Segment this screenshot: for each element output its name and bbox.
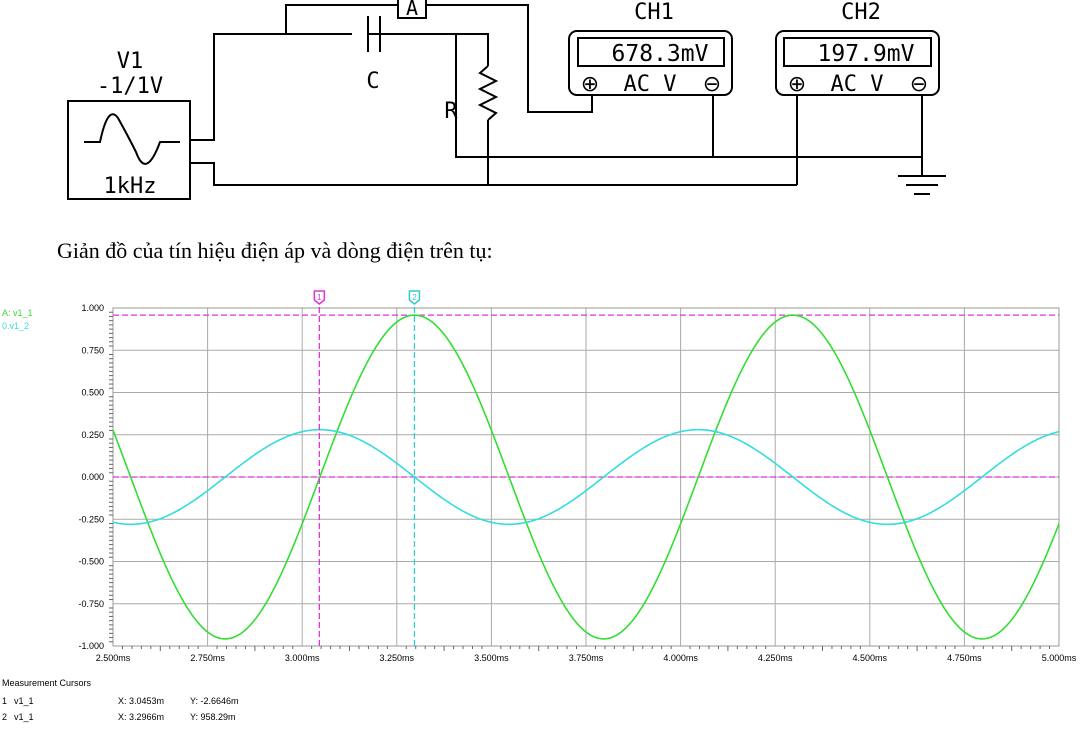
- ch2-minus-icon: ⊖: [910, 72, 928, 97]
- ch2-plus-icon: ⊕: [788, 72, 806, 97]
- series-line-1: [112, 314, 1060, 640]
- series-group: [112, 314, 1060, 640]
- source-frequency: 1kHz: [104, 174, 157, 199]
- cursor-handle-label: 1: [317, 293, 322, 302]
- x-tick-label: 4.250ms: [758, 653, 793, 663]
- row-x: X: 3.0453m: [118, 696, 165, 706]
- ch2-display: [783, 37, 932, 67]
- y-tick-label: -1.000: [78, 641, 104, 651]
- horizontal-markers: [113, 314, 1059, 478]
- figure-caption: Giản đồ của tín hiệu điện áp và dòng điệ…: [57, 238, 493, 263]
- x-tick-label: 3.500ms: [474, 653, 509, 663]
- row-y: Y: 958.29m: [190, 712, 236, 722]
- row-trace: v1_1: [14, 696, 34, 706]
- x-tick-label: 5.000ms: [1042, 653, 1077, 663]
- legend-entry-v1-1: A: v1_1: [2, 308, 33, 318]
- ammeter-box[interactable]: [397, 0, 427, 19]
- x-tick-label: 4.500ms: [853, 653, 888, 663]
- x-tick-label: 3.000ms: [285, 653, 320, 663]
- wire-resistor-top: [456, 33, 489, 66]
- ch2-reading: 197.9mV: [818, 41, 915, 67]
- series-line-2: [112, 428, 1060, 526]
- ch1-label: CH1: [634, 0, 674, 25]
- ch1-display: [577, 37, 725, 67]
- x-tick-label: 2.750ms: [190, 653, 225, 663]
- ch1-mode: AC V: [624, 72, 677, 97]
- y-tick-label: -0.750: [78, 599, 104, 609]
- wire-source-top: [190, 33, 456, 141]
- resistor-symbol: [477, 65, 499, 121]
- row-index: 1: [2, 696, 8, 706]
- wire-ammeter-loop: [285, 4, 398, 34]
- x-tick-label: 3.750ms: [569, 653, 604, 663]
- source-amplitude: -1/1V: [97, 74, 163, 99]
- x-axis-ticks: 2.500ms 2.750ms 3.000ms 3.250ms 3.500ms 3.750…: [96, 646, 1077, 663]
- signal-source-box[interactable]: [67, 100, 191, 200]
- x-tick-label: 4.750ms: [947, 653, 982, 663]
- y-tick-label: 0.500: [81, 388, 104, 398]
- ammeter-label: A: [406, 0, 418, 20]
- y-tick-label: -0.500: [78, 557, 104, 567]
- row-trace: v1_1: [14, 712, 34, 722]
- wire-left-branch: [455, 34, 923, 176]
- y-tick-label: 1.000: [81, 303, 104, 313]
- ch2-mode: AC V: [831, 72, 884, 97]
- y-tick-label: 0.250: [81, 430, 104, 440]
- wire-ammeter-out: [426, 4, 593, 113]
- ch1-minus-icon: ⊖: [703, 72, 721, 97]
- waveform-graph[interactable]: 1.000 0.750 0.500 0.250 0.000 -0.250 -0.500 -0.…: [0, 286, 1080, 680]
- circuit-schematic: A V1 -1/1V 1kHz C R CH1 678.3mV ⊕ AC V ⊖…: [67, 0, 946, 200]
- x-tick-label: 3.250ms: [380, 653, 415, 663]
- y-axis-ticks: 1.000 0.750 0.500 0.250 0.000 -0.250 -0.500 -0.…: [78, 303, 113, 651]
- ch2-label: CH2: [841, 0, 881, 25]
- cursor-handle-label: 2: [412, 293, 417, 302]
- y-tick-label: 0.000: [81, 472, 104, 482]
- capacitor-label: C: [366, 69, 379, 94]
- row-y: Y: -2.6646m: [190, 696, 239, 706]
- x-tick-label: 2.500ms: [96, 653, 131, 663]
- legend-entry-v1-2: 0.v1_2: [2, 321, 29, 331]
- row-index: 2: [2, 712, 8, 722]
- row-x: X: 3.2966m: [118, 712, 165, 722]
- sine-wave-icon: [84, 113, 180, 165]
- ch1-plus-icon: ⊕: [581, 72, 599, 97]
- source-name: V1: [117, 49, 144, 74]
- wire-source-bottom: [190, 162, 797, 186]
- x-tick-label: 4.000ms: [663, 653, 698, 663]
- ground-icon: [898, 175, 946, 195]
- ch1-reading: 678.3mV: [612, 41, 709, 67]
- cursor-handle-2[interactable]: [408, 290, 421, 305]
- y-tick-label: 0.750: [81, 345, 104, 355]
- resistor-label: R: [444, 99, 458, 124]
- y-tick-label: -0.250: [78, 514, 104, 524]
- measurement-title: Measurement Cursors: [2, 678, 92, 688]
- cursor-handle-1[interactable]: [313, 290, 326, 305]
